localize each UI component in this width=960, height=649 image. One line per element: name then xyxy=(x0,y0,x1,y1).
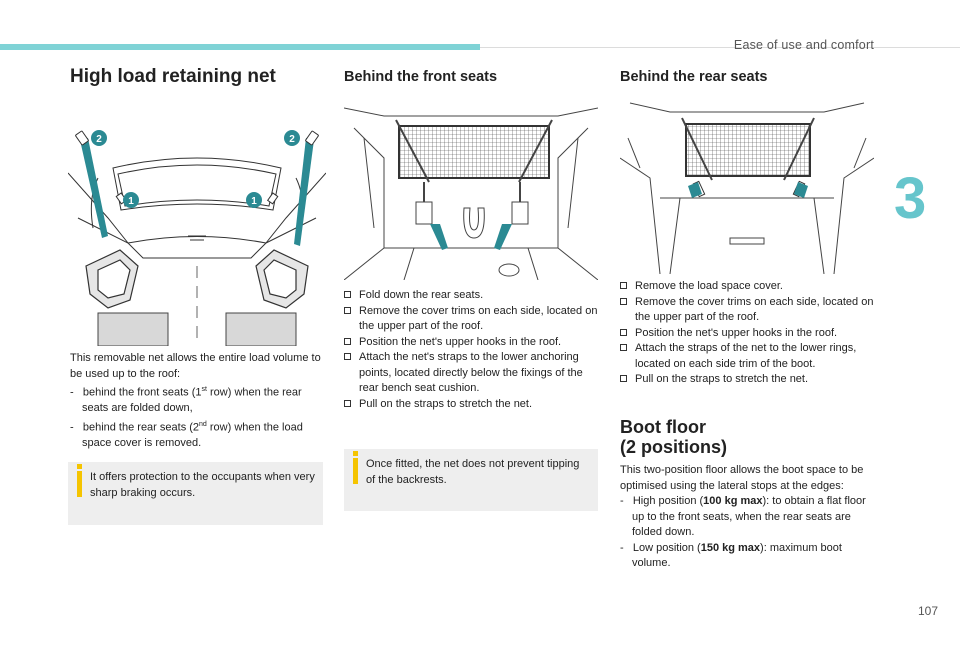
roof-hooks-illustration: 1 1 2 2 xyxy=(68,118,326,346)
header-accent-bar xyxy=(0,44,480,50)
list-item: Remove the load space cover. xyxy=(620,279,876,295)
info-icon xyxy=(353,451,358,456)
info-icon-bar xyxy=(77,471,82,497)
note-text: Once fitted, the net does not prevent ti… xyxy=(366,458,580,486)
boot-floor-title-line2: (2 positions) xyxy=(620,437,727,457)
load-net xyxy=(398,125,550,179)
callout-2-right xyxy=(284,130,300,146)
boot-floor-title: Boot floor (2 positions) xyxy=(620,417,727,457)
high-load-intro: This removable net allows the entire loa… xyxy=(70,351,326,451)
rear-seats-steps: Remove the load space cover. Remove the … xyxy=(620,279,876,388)
rear-seats-net-illustration xyxy=(620,98,874,274)
callout-1-left xyxy=(123,192,139,208)
info-icon-bar xyxy=(353,458,358,484)
list-item: Remove the cover trims on each side, loc… xyxy=(620,295,876,326)
list-item: Position the net's upper hooks in the ro… xyxy=(620,326,876,342)
callout-2-right-label: 2 xyxy=(289,134,295,145)
front-seats-net-illustration xyxy=(344,98,598,280)
callout-2-left-label: 2 xyxy=(96,134,102,145)
info-note-backrests: Once fitted, the net does not prevent ti… xyxy=(344,449,598,511)
list-item: Pull on the straps to stretch the net. xyxy=(620,372,876,388)
rear-seats-net-drawing xyxy=(620,102,874,274)
info-note-protection: It offers protection to the occupants wh… xyxy=(68,462,323,525)
header-rule xyxy=(480,47,960,48)
list-item: - High position (100 kg max): to obtain … xyxy=(620,495,866,538)
list-item: - behind the front seats (1st row) when … xyxy=(70,386,302,415)
intro-text: This removable net allows the entire loa… xyxy=(70,352,321,380)
list-item: Attach the net's straps to the lower anc… xyxy=(344,350,600,397)
list-item: - behind the rear seats (2nd row) when t… xyxy=(70,420,303,449)
front-seats-steps: Fold down the rear seats. Remove the cov… xyxy=(344,288,600,412)
list-item: Fold down the rear seats. xyxy=(344,288,600,304)
front-seats-net-drawing xyxy=(344,107,598,280)
high-load-net-title: High load retaining net xyxy=(70,66,276,87)
note-text: It offers protection to the occupants wh… xyxy=(90,471,315,499)
list-item: Position the net's upper hooks in the ro… xyxy=(344,335,600,351)
callout-1-left-label: 1 xyxy=(128,196,134,207)
section-title: Ease of use and comfort xyxy=(733,38,874,52)
list-item: Attach the straps of the net to the lowe… xyxy=(620,341,876,372)
list-item: Remove the cover trims on each side, loc… xyxy=(344,304,600,335)
boot-intro-text: This two-position floor allows the boot … xyxy=(620,464,864,492)
list-item: Pull on the straps to stretch the net. xyxy=(344,397,600,413)
load-net xyxy=(685,123,811,177)
callout-1-right xyxy=(246,192,262,208)
chapter-number: 3 xyxy=(894,166,927,231)
callout-1-right-label: 1 xyxy=(251,196,257,207)
page-number: 107 xyxy=(917,604,938,618)
info-icon xyxy=(77,464,82,469)
boot-floor-title-line1: Boot floor xyxy=(620,417,706,437)
list-item: - Low position (150 kg max): maximum boo… xyxy=(620,541,842,570)
callout-2-left xyxy=(91,130,107,146)
boot-floor-description: This two-position floor allows the boot … xyxy=(620,463,876,572)
behind-rear-seats-title: Behind the rear seats xyxy=(620,69,768,85)
roof-hooks-drawing: 1 1 2 2 xyxy=(68,130,326,346)
behind-front-seats-title: Behind the front seats xyxy=(344,69,498,85)
